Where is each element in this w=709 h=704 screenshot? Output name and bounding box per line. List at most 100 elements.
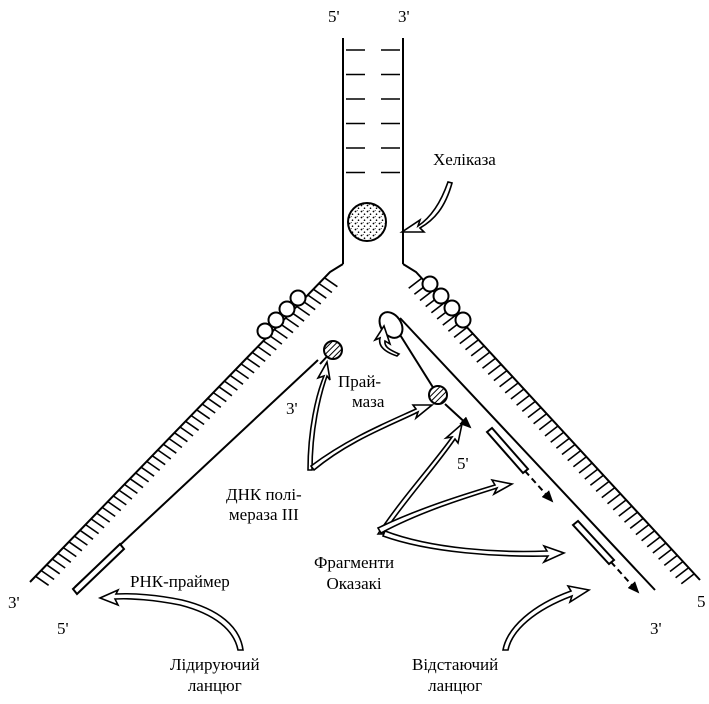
- base-pair-tick: [653, 543, 666, 553]
- base-pair-tick: [208, 398, 221, 407]
- base-pair-tick: [613, 500, 626, 510]
- lagging-polymerase-icon: [429, 386, 447, 404]
- helicase-icon: [348, 203, 386, 241]
- base-pair-tick: [63, 548, 76, 557]
- okazaki-fragments: [487, 428, 638, 592]
- okazaki-callout-arrow-3: [383, 531, 564, 562]
- base-pair-tick: [86, 525, 99, 534]
- dna-polymerase-label-line-1: ДНК полі-: [226, 486, 302, 503]
- base-pair-tick: [130, 479, 143, 488]
- base-pair-tick: [505, 383, 518, 393]
- top-left-5prime-label: 5': [328, 8, 340, 25]
- base-pair-tick: [579, 463, 592, 473]
- base-pair-tick: [258, 347, 271, 356]
- base-pair-tick: [556, 438, 569, 448]
- base-pair-tick: [568, 451, 581, 461]
- lagging-strand-label-line-1: Відстаючий: [412, 656, 498, 673]
- base-pair-tick: [80, 530, 93, 539]
- right-new-strand-3prime-label: 3': [650, 620, 662, 637]
- base-pair-tick: [625, 512, 638, 522]
- base-pair-tick: [562, 445, 575, 455]
- leading-strand-label-line-1: Лідируючий: [170, 656, 260, 673]
- primase-label-line-2: маза: [338, 393, 384, 410]
- base-pair-tick: [551, 432, 564, 442]
- lagging-strand-label: Відстаючий ланцюг: [412, 656, 498, 694]
- rna-primer-box: [73, 544, 124, 594]
- base-pair-tick: [252, 352, 265, 361]
- base-pair-tick: [241, 364, 254, 373]
- base-pair-tick: [158, 450, 171, 459]
- base-pair-tick: [113, 496, 126, 505]
- base-pair-tick: [74, 536, 87, 545]
- base-pair-tick: [41, 571, 54, 580]
- base-pair-tick: [324, 278, 337, 287]
- base-pair-tick: [585, 469, 598, 479]
- dna-polymerase-label-line-2: мераза III: [226, 506, 302, 523]
- base-pair-tick: [124, 484, 137, 493]
- left-fork-arm: [30, 264, 343, 587]
- base-pair-tick: [52, 559, 65, 568]
- single-strand-binding-proteins-left: [258, 291, 306, 339]
- base-pair-tick: [517, 395, 530, 405]
- base-pair-tick: [313, 289, 326, 298]
- base-pair-tick: [500, 377, 513, 387]
- base-pair-tick: [308, 295, 321, 304]
- base-pair-tick: [477, 352, 490, 362]
- base-pair-tick: [460, 334, 473, 344]
- base-pair-tick: [494, 371, 507, 381]
- base-pair-tick: [545, 426, 558, 436]
- right-outer-5-label: 5: [697, 593, 706, 610]
- base-pair-tick: [108, 502, 121, 511]
- base-pair-tick: [197, 410, 210, 419]
- base-pair-tick: [466, 340, 479, 350]
- base-pair-tick: [169, 439, 182, 448]
- leading-strand-callout-arrow: [100, 590, 243, 650]
- base-pair-tick: [676, 568, 689, 578]
- base-pair-tick: [247, 358, 260, 367]
- base-pair-tick: [141, 467, 154, 476]
- dna-polymerase-label: ДНК полі- мераза III: [226, 486, 302, 523]
- base-pair-tick: [102, 507, 115, 516]
- base-pair-tick: [91, 519, 104, 528]
- base-pair-tick: [659, 549, 672, 559]
- primase-label-line-1: Прай-: [338, 373, 384, 390]
- base-pair-tick: [174, 433, 187, 442]
- base-pair-tick: [213, 393, 226, 402]
- single-strand-binding-proteins-right: [423, 277, 471, 328]
- base-pair-tick: [186, 421, 199, 430]
- base-pair-tick: [263, 341, 276, 350]
- base-pair-tick: [147, 461, 160, 470]
- polymerase-callout-arrow-2: [311, 405, 432, 470]
- leading-strand-label-line-2: ланцюг: [170, 677, 260, 694]
- base-pair-tick: [602, 488, 615, 498]
- top-right-3prime-label: 3': [398, 8, 410, 25]
- base-pair-tick: [573, 457, 586, 467]
- rna-primer-label: РНК-праймер: [130, 573, 230, 590]
- base-pair-tick: [274, 329, 287, 338]
- base-pair-tick: [224, 381, 237, 390]
- base-pair-tick: [670, 562, 683, 572]
- base-pair-tick: [636, 525, 649, 535]
- base-pair-tick: [590, 475, 603, 485]
- base-pair-tick: [443, 315, 456, 325]
- lagging-fragment-5prime-label: 5': [457, 455, 469, 472]
- base-pair-tick: [642, 531, 655, 541]
- base-pair-tick: [319, 284, 332, 293]
- okazaki-fragments-label-line-1: Фрагменти: [314, 554, 394, 571]
- base-pair-tick: [596, 481, 609, 491]
- left-primer-5prime-label: 5': [57, 620, 69, 637]
- base-pair-tick: [47, 565, 60, 574]
- okazaki-fragment-primer-1: [487, 428, 528, 473]
- base-pair-tick: [163, 444, 176, 453]
- okazaki-fragments-label-line-2: Оказакі: [314, 575, 394, 592]
- base-pair-tick: [97, 513, 110, 522]
- base-pair-tick: [608, 494, 621, 504]
- base-pair-tick: [202, 404, 215, 413]
- left-outer-3prime-label: 3': [8, 594, 20, 611]
- base-pair-tick: [58, 553, 71, 562]
- okazaki-callout-arrow-1: [378, 424, 462, 534]
- base-pair-tick: [180, 427, 193, 436]
- base-pair-tick: [230, 375, 243, 384]
- base-pair-tick: [454, 327, 467, 337]
